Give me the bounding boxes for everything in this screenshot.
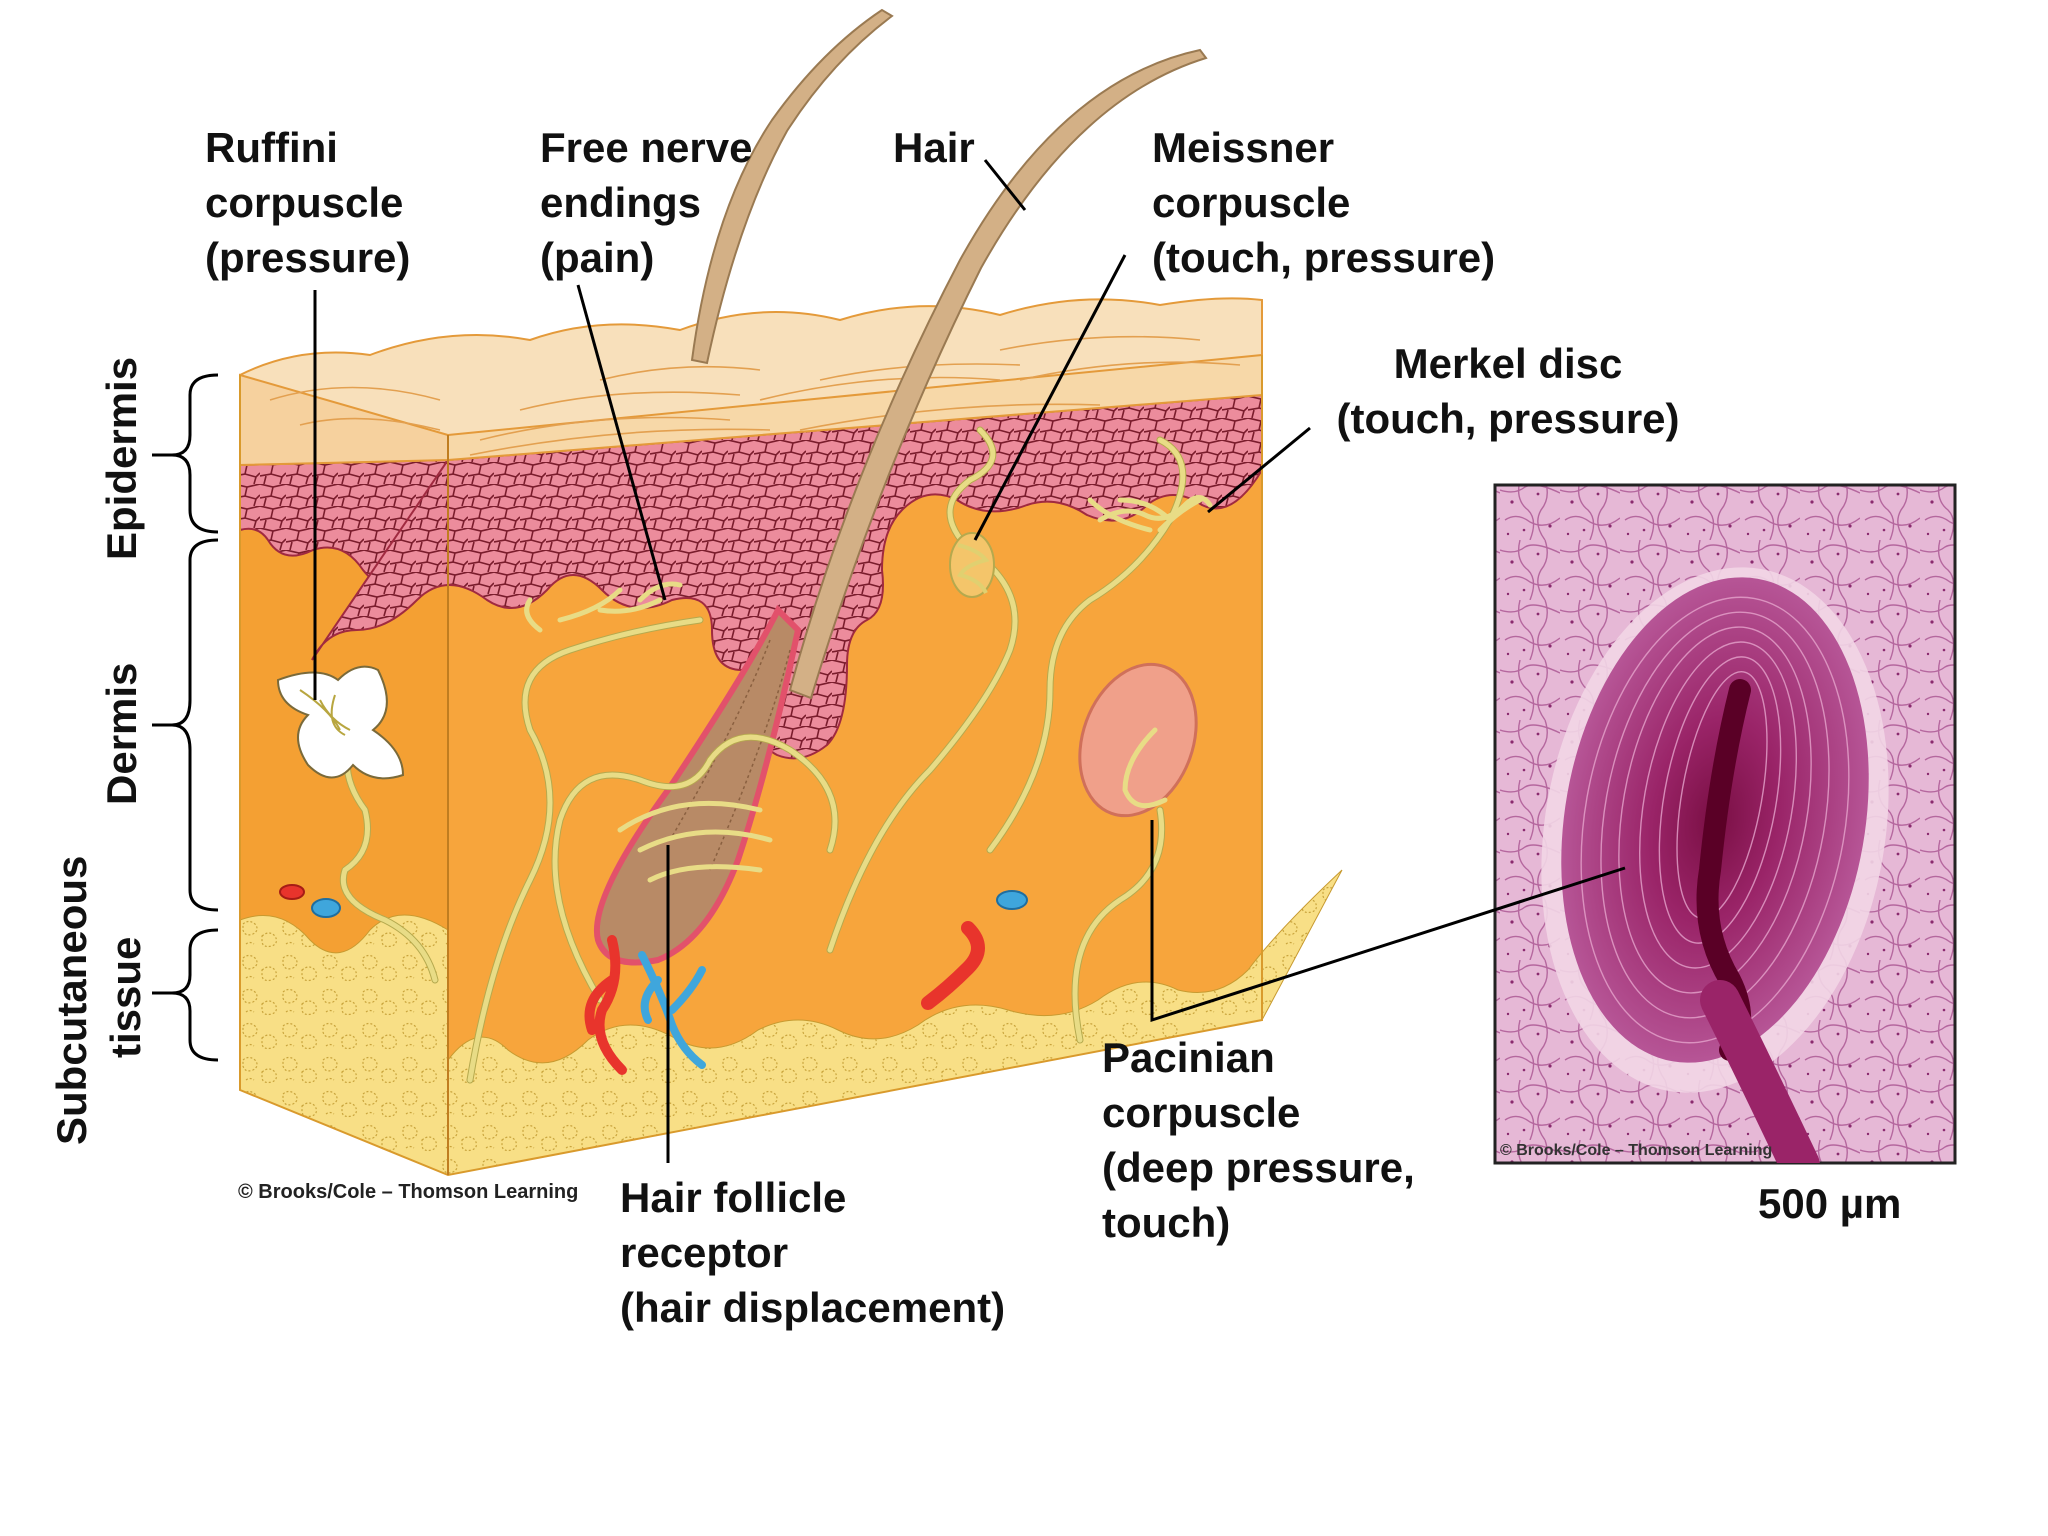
hair-shaft-left (690, 8, 894, 365)
hair-follicle-label-line1: Hair follicle (620, 1174, 846, 1221)
pacinian-label: Pacinian corpuscle (deep pressure, touch… (1102, 1034, 1415, 1246)
ruffini-label-line1: Ruffini (205, 124, 338, 171)
free-nerve-label: Free nerve endings (pain) (540, 124, 752, 281)
meissner-label-line2: corpuscle (1152, 179, 1350, 226)
hair-follicle-label-line3: (hair displacement) (620, 1284, 1005, 1331)
layer-brackets (152, 373, 219, 1062)
hair-shaft-right (788, 48, 1208, 700)
scale-bar-label: 500 µm (1758, 1180, 1901, 1227)
merkel-label: Merkel disc (touch, pressure) (1336, 340, 1679, 442)
hair-follicle-label-line2: receptor (620, 1229, 788, 1276)
merkel-label-line1: Merkel disc (1394, 340, 1623, 387)
meissner-label-line1: Meissner (1152, 124, 1334, 171)
label-subcutaneous-line1: Subcutaneous (48, 856, 95, 1145)
pacinian-micrograph: © Brooks/Cole – Thomson Learning (1493, 483, 1957, 1165)
label-subcutaneous-line2: tissue (102, 937, 149, 1058)
label-dermis: Dermis (98, 663, 145, 805)
label-epidermis: Epidermis (98, 357, 145, 560)
ruffini-corpuscle (276, 665, 405, 780)
ruffini-label: Ruffini corpuscle (pressure) (205, 124, 410, 281)
surface-texture (269, 335, 1241, 456)
meissner-label: Meissner corpuscle (touch, pressure) (1152, 124, 1495, 281)
free-nerve-label-line1: Free nerve (540, 124, 752, 171)
leader-lines (313, 159, 1626, 1163)
pacinian-label-line3: (deep pressure, (1102, 1144, 1415, 1191)
left-face-subcutaneous (239, 914, 449, 1176)
skin-block (239, 8, 1343, 1177)
pacinian-label-line4: touch) (1102, 1199, 1230, 1246)
micrograph-credit: © Brooks/Cole – Thomson Learning (1500, 1142, 1772, 1159)
ruffini-label-line2: corpuscle (205, 179, 403, 226)
right-face-subcutaneous (447, 869, 1343, 1176)
epidermis-living-right (311, 393, 1263, 760)
lamellae (1580, 596, 1850, 1044)
pacinian-label-line2: corpuscle (1102, 1089, 1300, 1136)
diagram-credit: © Brooks/Cole – Thomson Learning (238, 1181, 578, 1203)
epidermis-top-surface (239, 297, 1263, 467)
free-nerve-label-line2: endings (540, 179, 701, 226)
merkel-disc (1097, 495, 1213, 523)
hair-follicle-label: Hair follicle receptor (hair displacemen… (620, 1174, 1005, 1331)
pacinian-label-line1: Pacinian (1102, 1034, 1275, 1081)
blood-vessels (279, 884, 1028, 1075)
nerve-fibers (340, 426, 1203, 1084)
ruffini-label-line3: (pressure) (205, 234, 410, 281)
free-nerve-label-line3: (pain) (540, 234, 654, 281)
meissner-corpuscle (949, 532, 995, 598)
hair-label: Hair (893, 124, 975, 171)
meissner-label-line3: (touch, pressure) (1152, 234, 1495, 281)
pacinian-corpuscle (1078, 662, 1198, 818)
merkel-label-line2: (touch, pressure) (1336, 395, 1679, 442)
